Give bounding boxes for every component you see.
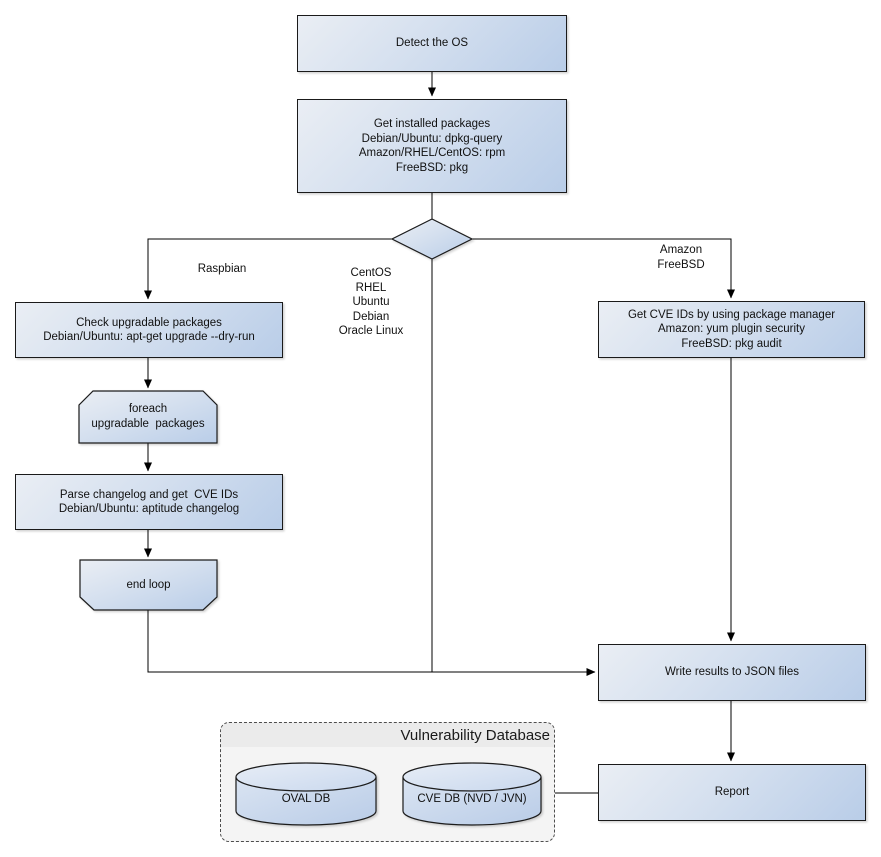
oval-db-cylinder-icon <box>235 762 377 826</box>
edge-endloop-to-write-results <box>147 610 596 676</box>
oval-db-label: OVAL DB <box>281 793 331 805</box>
node-detect-os: Detect the OS <box>297 15 567 72</box>
node-write-results: Write results to JSON files <box>598 644 866 701</box>
edge-decision-to-check-upgradable <box>144 238 392 300</box>
branch-label-amazon-freebsd: Amazon FreeBSD <box>657 244 705 271</box>
branch-label-os-list: CentOS RHEL Ubuntu Debian Oracle Linux <box>338 267 404 337</box>
foreach-loop-label: foreach upgradable packages <box>91 403 205 430</box>
vulnerability-database-title: Vulnerability Database <box>400 726 550 744</box>
node-report: Report <box>598 764 866 821</box>
end-loop-shape <box>79 559 218 611</box>
os-decision-diamond <box>390 218 474 260</box>
branch-label-raspbian: Raspbian <box>197 263 247 275</box>
node-get-installed-packages: Get installed packages Debian/Ubuntu: dp… <box>297 99 567 193</box>
foreach-loop-shape <box>78 390 218 444</box>
edge-decision-to-get-cve <box>472 238 735 299</box>
node-check-upgradable-packages: Check upgradable packages Debian/Ubuntu:… <box>15 302 283 358</box>
node-parse-changelog: Parse changelog and get CVE IDs Debian/U… <box>15 474 283 530</box>
cve-db-cylinder-icon <box>402 762 542 826</box>
vulnerability-database-titlebar: Vulnerability Database <box>221 723 554 747</box>
cve-db-label: CVE DB (NVD / JVN) <box>417 793 527 805</box>
end-loop-label: end loop <box>126 579 171 591</box>
node-get-cve-ids: Get CVE IDs by using package manager Ama… <box>598 301 865 358</box>
